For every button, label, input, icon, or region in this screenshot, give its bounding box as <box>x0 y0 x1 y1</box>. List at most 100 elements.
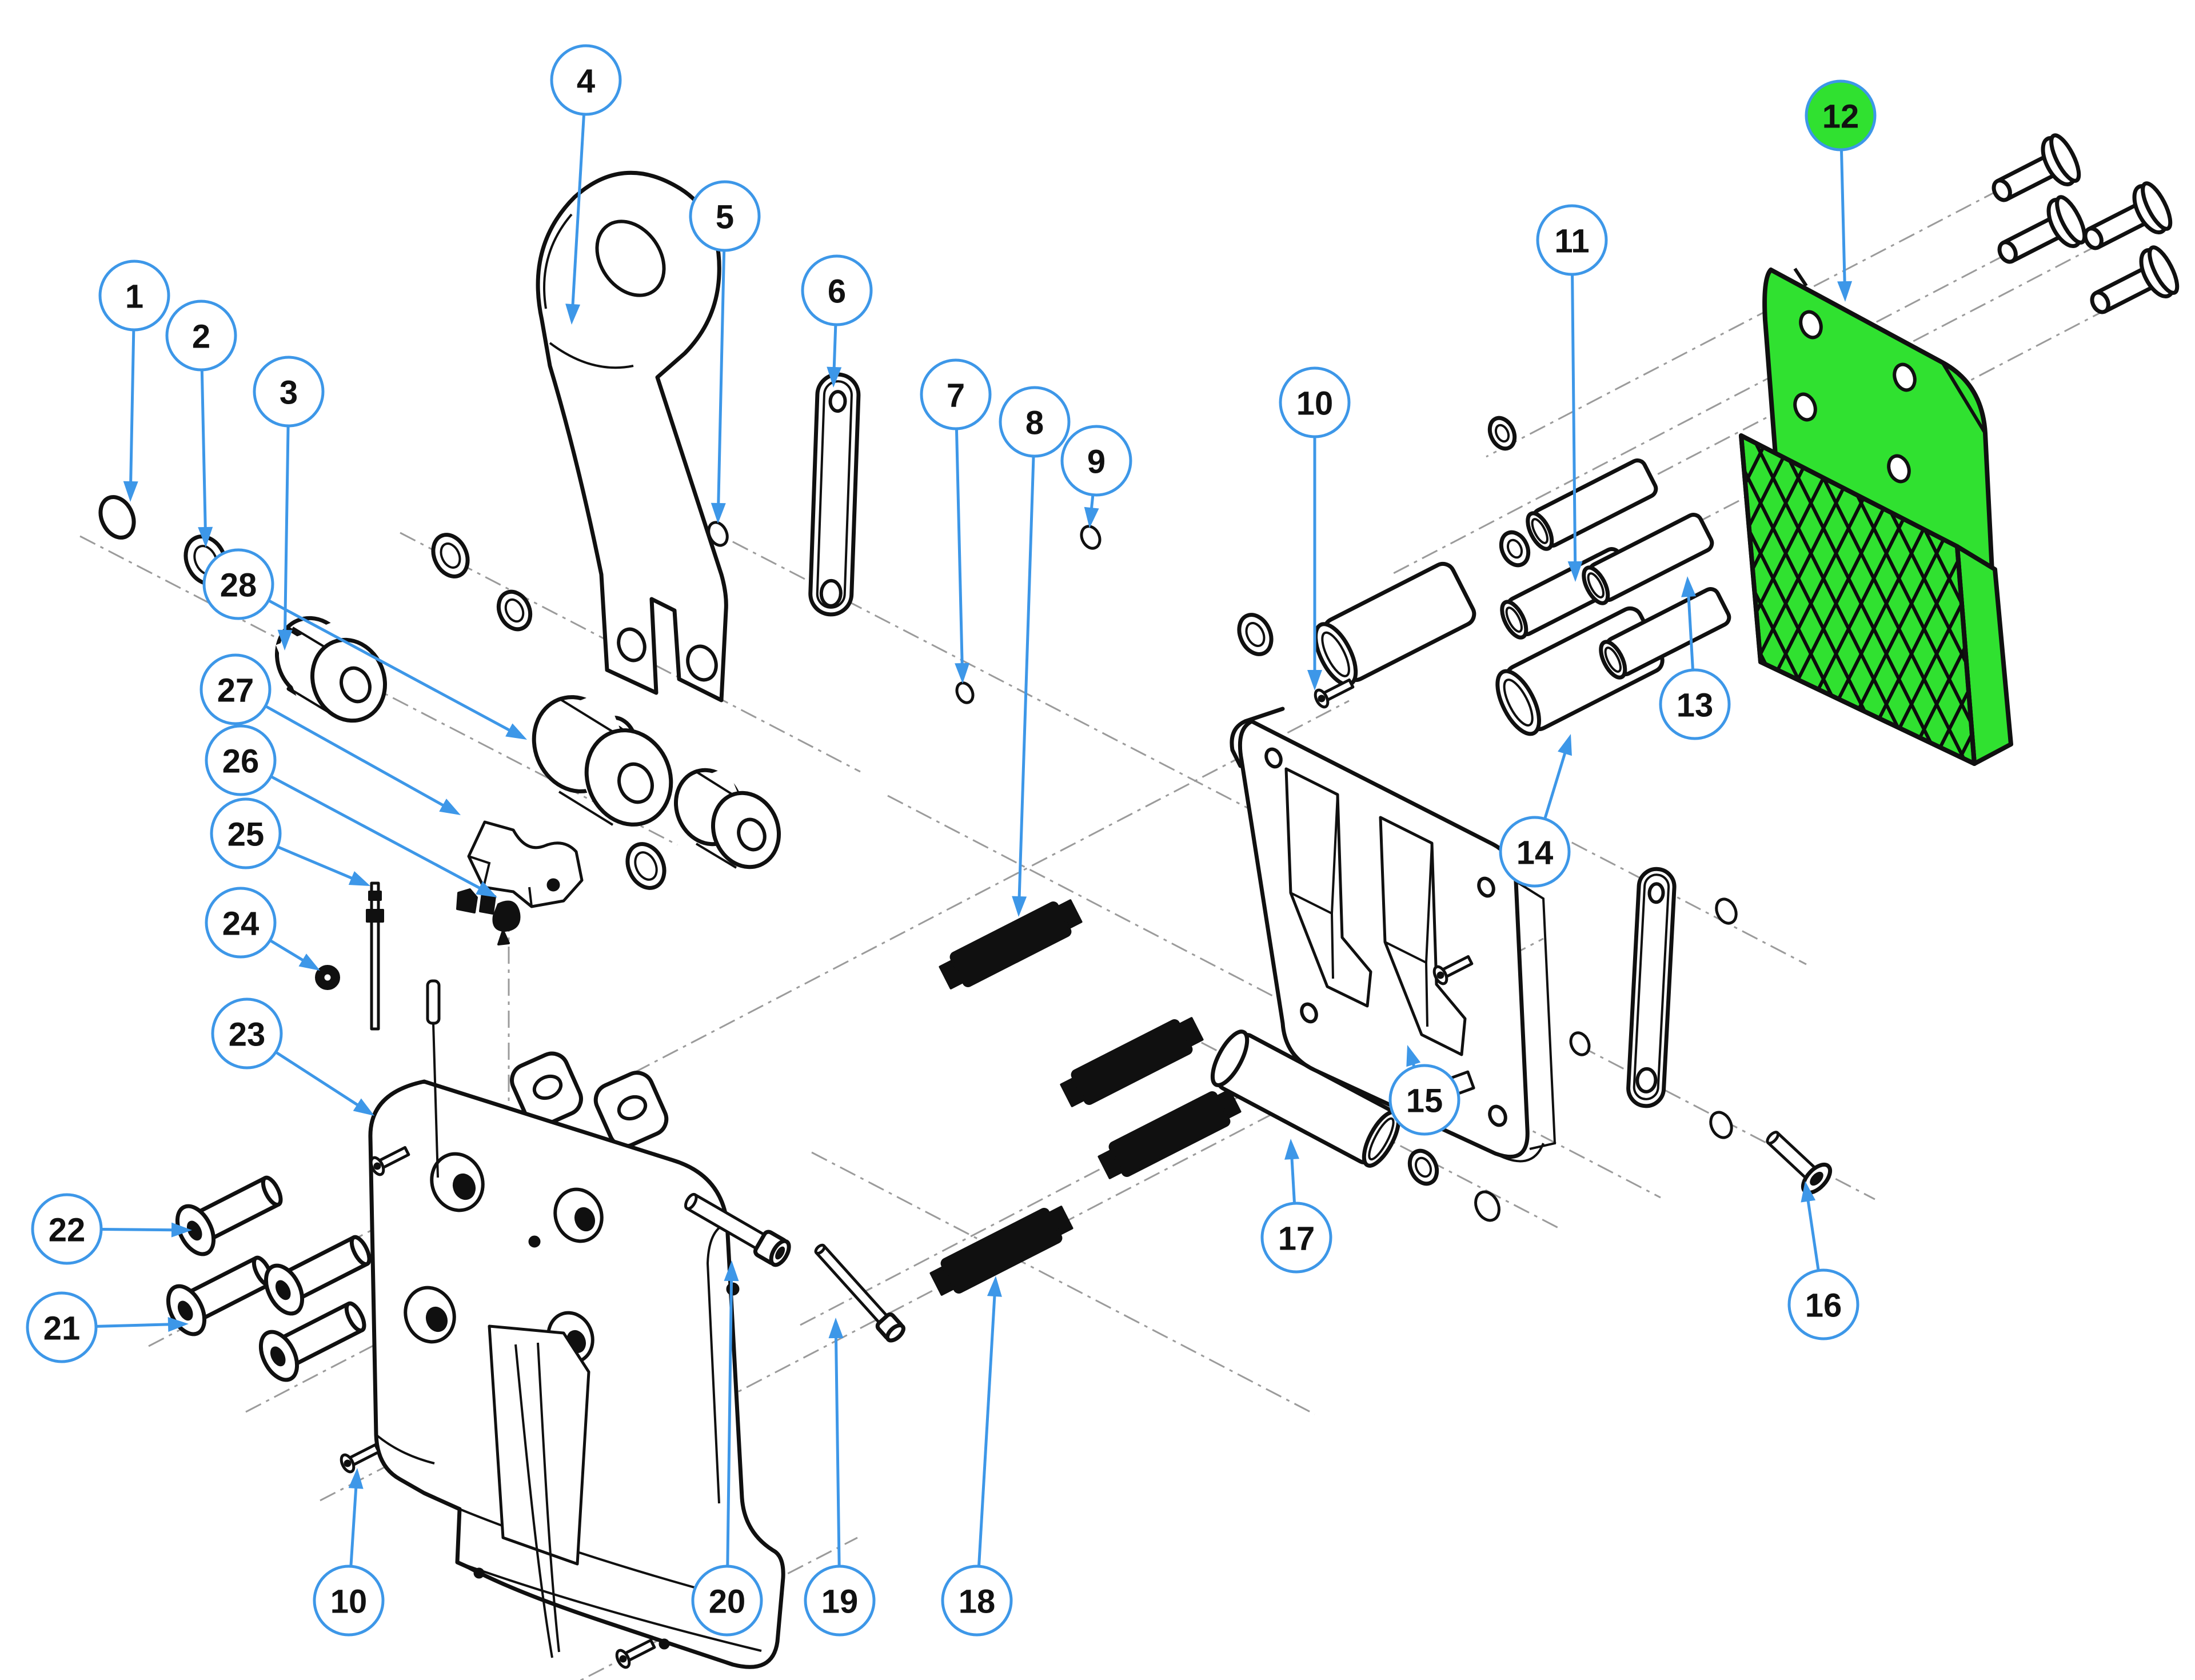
small-screw <box>615 1638 656 1669</box>
hinge-lug <box>510 1051 669 1148</box>
small-screw-part10 <box>1314 678 1355 709</box>
callout-25[interactable]: 25 <box>210 797 370 886</box>
callout-10-lower[interactable]: 10 <box>313 1468 385 1637</box>
callout-balloon[interactable] <box>999 386 1071 458</box>
arrowhead-icon <box>987 1276 1002 1297</box>
callout-balloon[interactable] <box>1805 79 1877 151</box>
o-ring-part9 <box>1080 525 1102 550</box>
arrowhead-icon <box>1284 1139 1300 1160</box>
leader-line <box>977 1292 996 1567</box>
leader-line <box>200 369 207 531</box>
callout-7[interactable]: 7 <box>920 358 992 684</box>
callout-23[interactable]: 23 <box>211 997 374 1116</box>
callout-balloon[interactable] <box>253 356 325 428</box>
callout-number: 9 <box>1087 444 1106 481</box>
callout-28[interactable]: 28 <box>202 548 527 740</box>
arrowhead-icon <box>1681 576 1697 597</box>
callout-3[interactable]: 3 <box>253 356 325 651</box>
bracket-part27 <box>456 820 584 915</box>
callout-balloon[interactable] <box>1279 366 1351 438</box>
arrowhead-icon <box>1801 1181 1816 1203</box>
callout-balloon[interactable] <box>689 180 761 252</box>
arrowhead-icon <box>1012 896 1027 917</box>
callout-balloon[interactable] <box>920 358 992 430</box>
arrowhead-icon <box>353 1098 374 1116</box>
rivet <box>2083 181 2173 250</box>
tube-part11 <box>1526 458 1658 551</box>
callout-5[interactable]: 5 <box>689 180 761 524</box>
arrowhead-icon <box>724 1260 739 1282</box>
callout-6[interactable]: 6 <box>801 254 873 388</box>
callout-26[interactable]: 26 <box>205 724 497 897</box>
callout-balloon[interactable] <box>550 44 622 116</box>
callout-balloon[interactable] <box>211 997 283 1070</box>
callout-balloon[interactable] <box>205 724 277 796</box>
callout-balloon[interactable] <box>1388 1064 1460 1136</box>
leader-line <box>726 1277 733 1567</box>
callout-number: 28 <box>220 567 257 604</box>
callout-number: 24 <box>222 905 260 943</box>
callout-balloon[interactable] <box>1659 668 1731 740</box>
callout-balloon[interactable] <box>26 1291 98 1363</box>
callout-balloon[interactable] <box>691 1565 763 1637</box>
callout-12[interactable]: 12 <box>1805 79 1877 302</box>
callout-21[interactable]: 21 <box>26 1291 189 1363</box>
callout-16[interactable]: 16 <box>1787 1181 1859 1340</box>
arrowhead-icon <box>123 481 138 502</box>
callout-number: 3 <box>280 374 298 412</box>
callout-1[interactable]: 1 <box>98 260 170 502</box>
callout-balloon[interactable] <box>210 797 282 869</box>
callout-20[interactable]: 20 <box>691 1260 763 1637</box>
callout-17[interactable]: 17 <box>1260 1139 1332 1274</box>
arrowhead-icon <box>348 1468 364 1489</box>
leader-line <box>268 599 513 733</box>
callout-number: 19 <box>821 1583 859 1621</box>
leader-line <box>834 1334 841 1567</box>
callout-balloon[interactable] <box>1260 1202 1332 1274</box>
arrowhead-icon <box>1558 734 1572 756</box>
callout-balloon[interactable] <box>1499 816 1571 888</box>
washer <box>1407 1148 1439 1186</box>
callout-balloon[interactable] <box>1787 1268 1859 1340</box>
callout-balloon[interactable] <box>801 254 873 326</box>
callout-balloon[interactable] <box>202 548 274 620</box>
callout-19[interactable]: 19 <box>804 1318 876 1637</box>
callout-balloon[interactable] <box>165 300 237 372</box>
callout-number: 16 <box>1805 1287 1842 1324</box>
callout-number: 14 <box>1516 835 1554 872</box>
spring <box>1060 1017 1204 1107</box>
callout-15[interactable]: 15 <box>1388 1045 1460 1136</box>
callout-10-upper[interactable]: 10 <box>1279 366 1351 691</box>
flathead-screw <box>258 1301 366 1382</box>
callout-2[interactable]: 2 <box>165 300 237 548</box>
callout-balloon[interactable] <box>199 653 272 725</box>
arrowhead-icon <box>439 799 461 815</box>
callout-balloon[interactable] <box>804 1565 876 1637</box>
callout-number: 17 <box>1278 1220 1315 1258</box>
arrowhead-icon <box>476 881 497 897</box>
callout-24[interactable]: 24 <box>205 887 320 971</box>
screw-part20 <box>684 1192 791 1267</box>
callout-balloon[interactable] <box>941 1565 1013 1637</box>
callout-8[interactable]: 8 <box>999 386 1071 917</box>
callout-11[interactable]: 11 <box>1536 204 1608 582</box>
arrowhead-icon <box>1307 670 1322 691</box>
callout-9[interactable]: 9 <box>1060 425 1132 528</box>
callout-balloon[interactable] <box>313 1565 385 1637</box>
callout-18[interactable]: 18 <box>941 1276 1013 1637</box>
callout-balloon[interactable] <box>1536 204 1608 276</box>
callout-balloon[interactable] <box>205 887 277 959</box>
leader-line <box>349 1485 358 1567</box>
callout-27[interactable]: 27 <box>199 653 461 815</box>
callout-4[interactable]: 4 <box>550 44 622 325</box>
leader-line <box>832 324 837 371</box>
callout-13[interactable]: 13 <box>1659 576 1731 740</box>
callout-balloon[interactable] <box>98 260 170 332</box>
callout-balloon[interactable] <box>31 1193 103 1265</box>
callout-22[interactable]: 22 <box>31 1193 192 1265</box>
leader-line <box>1290 1155 1296 1204</box>
callout-balloon[interactable] <box>1060 425 1132 497</box>
callout-14[interactable]: 14 <box>1499 734 1572 888</box>
callout-number: 1 <box>125 278 143 316</box>
screw-part19 <box>814 1243 905 1343</box>
